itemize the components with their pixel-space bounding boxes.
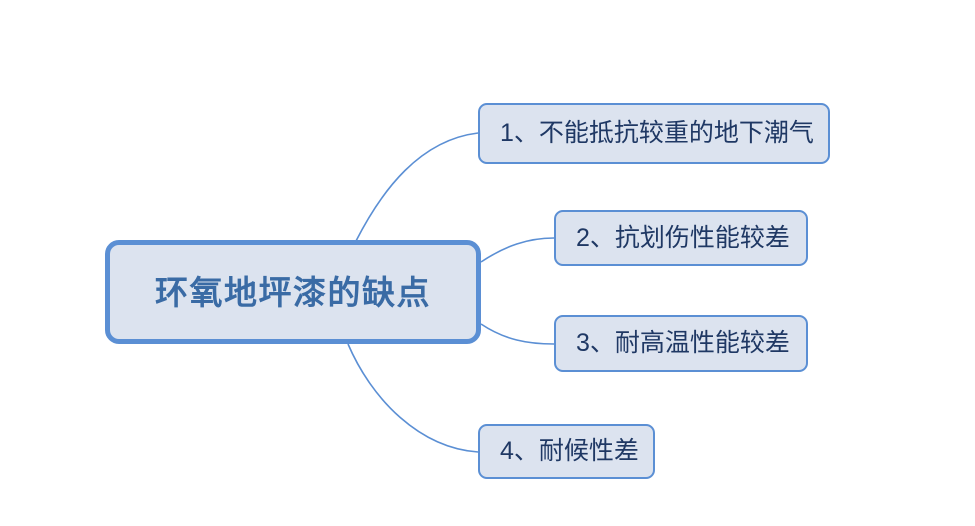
branch-node-4-label: 4、耐候性差 bbox=[500, 437, 639, 465]
root-node-label: 环氧地坪漆的缺点 bbox=[155, 273, 431, 311]
connector-root-to-branch-3 bbox=[480, 323, 555, 345]
branch-node-2-label: 2、抗划伤性能较差 bbox=[576, 223, 790, 252]
mindmap-branch-node-3[interactable]: 3、耐高温性能较差 bbox=[554, 315, 808, 372]
mindmap-branch-node-1[interactable]: 1、不能抵抗较重的地下潮气 bbox=[478, 103, 830, 164]
connector-root-to-branch-1 bbox=[355, 132, 479, 242]
branch-node-3-label: 3、耐高温性能较差 bbox=[576, 329, 790, 357]
mindmap-branch-node-2[interactable]: 2、抗划伤性能较差 bbox=[554, 210, 808, 266]
mindmap-branch-node-4[interactable]: 4、耐候性差 bbox=[478, 424, 655, 479]
connector-root-to-branch-4 bbox=[347, 343, 479, 453]
mindmap-root-node[interactable]: 环氧地坪漆的缺点 bbox=[105, 240, 481, 344]
connector-root-to-branch-2 bbox=[480, 237, 555, 263]
branch-node-1-label: 1、不能抵抗较重的地下潮气 bbox=[500, 119, 814, 147]
